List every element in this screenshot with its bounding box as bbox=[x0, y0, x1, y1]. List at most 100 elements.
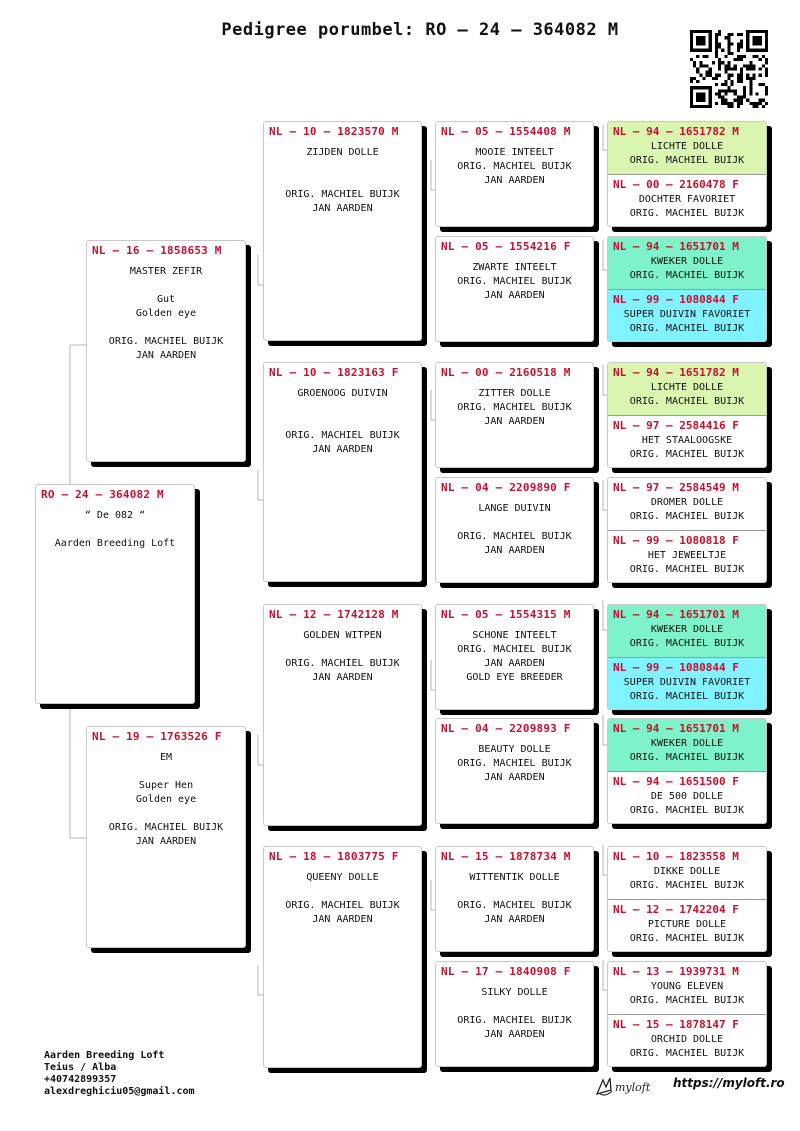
bird-detail: DE 500 DOLLE bbox=[650, 791, 724, 802]
bird-detail: ORIG. MACHIEL BUIJK bbox=[629, 323, 745, 334]
bird-detail: ORIG. MACHIEL BUIJK bbox=[629, 270, 745, 281]
ring-number: NL – 94 – 1651701 M bbox=[613, 722, 739, 735]
ring-number: NL – 05 – 1554408 M bbox=[441, 125, 571, 138]
bird-detail: WITTENTIK DOLLE bbox=[469, 872, 560, 883]
pair-divider bbox=[608, 174, 766, 175]
bird-detail: LICHTE DOLLE bbox=[650, 382, 724, 393]
bird-detail: ORIG. MACHIEL BUIJK bbox=[629, 995, 745, 1006]
bird-detail: DIKKE DOLLE bbox=[653, 866, 721, 877]
ring-number: NL – 99 – 1080818 F bbox=[613, 534, 739, 547]
website-link[interactable]: https://myloft.ro bbox=[673, 1076, 785, 1090]
ring-number: NL – 00 – 2160478 F bbox=[613, 178, 739, 191]
grandparent-card[interactable]: NL – 10 – 1823570 M ZIJDEN DOLLE ORIG. MAC… bbox=[263, 121, 422, 341]
ring-number: NL – 10 – 1823558 M bbox=[613, 850, 739, 863]
bird-detail: Golden eye bbox=[135, 794, 197, 805]
bird-detail: SUPER DUIVIN FAVORIET bbox=[623, 309, 751, 320]
ring-number: NL – 99 – 1080844 F bbox=[613, 661, 739, 674]
bird-detail bbox=[87, 807, 245, 821]
bird-detail: GOLDEN WITPEN bbox=[303, 630, 382, 641]
bird-detail bbox=[264, 160, 421, 174]
bird-detail bbox=[436, 516, 593, 530]
ring-number: NL – 04 – 2209893 F bbox=[441, 722, 571, 735]
bird-detail: ORIG. MACHIEL BUIJK bbox=[629, 511, 745, 522]
bird-detail: LANGE DUIVIN bbox=[478, 503, 551, 514]
bird-detail: Super Hen bbox=[138, 780, 194, 791]
bird-detail: JAN AARDEN bbox=[135, 836, 197, 847]
ring-number: NL – 17 – 1840908 F bbox=[441, 965, 571, 978]
subject-card[interactable]: RO – 24 – 364082 M“ De 082 “Aarden Breed… bbox=[35, 484, 195, 704]
bird-detail: ORIG. MACHIEL BUIJK bbox=[629, 933, 745, 944]
breeder-location: Teius / Alba bbox=[44, 1062, 117, 1073]
bird-detail bbox=[264, 174, 421, 188]
bird-detail: JAN AARDEN bbox=[312, 444, 373, 455]
ring-number: NL – 05 – 1554315 M bbox=[441, 608, 571, 621]
ring-number: NL – 05 – 1554216 F bbox=[441, 240, 571, 253]
bird-detail: ZIJDEN DOLLE bbox=[306, 147, 379, 158]
ring-number: NL – 10 – 1823570 M bbox=[269, 125, 399, 138]
bird-detail: ORIG. MACHIEL BUIJK bbox=[629, 752, 745, 763]
bird-detail: ORIG. MACHIEL BUIJK bbox=[629, 638, 745, 649]
breeder-contact: Aarden Breeding Loft Teius / Alba +40742… bbox=[44, 1050, 195, 1098]
breeder-phone: +40742899357 bbox=[44, 1074, 117, 1085]
bird-detail: JAN AARDEN bbox=[312, 914, 373, 925]
bird-detail: JAN AARDEN bbox=[312, 672, 373, 683]
bird-detail bbox=[87, 279, 245, 293]
bird-detail: DOCHTER FAVORIET bbox=[638, 194, 736, 205]
bird-detail: JAN AARDEN bbox=[484, 914, 545, 925]
bird-detail: MASTER ZEFIR bbox=[129, 266, 203, 277]
bird-detail: ORIG. MACHIEL BUIJK bbox=[457, 1015, 572, 1026]
bird-detail: ZITTER DOLLE bbox=[478, 388, 551, 399]
bird-detail bbox=[436, 1000, 593, 1014]
bird-detail bbox=[36, 523, 194, 537]
ring-number: NL – 15 – 1878147 F bbox=[613, 1018, 739, 1031]
bird-detail: BEAUTY DOLLE bbox=[478, 744, 551, 755]
bird-detail: Aarden Breeding Loft bbox=[54, 538, 176, 549]
ring-number: NL – 10 – 1823163 F bbox=[269, 366, 399, 379]
bird-detail: ORIG. MACHIEL BUIJK bbox=[285, 189, 400, 200]
pair-divider bbox=[608, 657, 766, 658]
bird-detail bbox=[87, 765, 245, 779]
bird-detail: JAN AARDEN bbox=[484, 772, 545, 783]
bird-detail: ORIG. MACHIEL BUIJK bbox=[629, 564, 745, 575]
ring-number: NL – 04 – 2209890 F bbox=[441, 481, 571, 494]
bird-detail: JAN AARDEN bbox=[312, 203, 373, 214]
bird-detail: PICTURE DOLLE bbox=[647, 919, 727, 930]
ring-number: NL – 13 – 1939731 M bbox=[613, 965, 739, 978]
ring-number: NL – 94 – 1651701 M bbox=[613, 608, 739, 621]
gen4-pair: NL – 10 – 1823558 M DIKKE DOLLE ORIG. MACH… bbox=[607, 846, 767, 952]
bird-detail: ORIG. MACHIEL BUIJK bbox=[457, 644, 572, 655]
bird-detail: ORIG. MACHIEL BUIJK bbox=[629, 155, 745, 166]
bird-detail: HET STAALOOGSKE bbox=[641, 435, 733, 446]
